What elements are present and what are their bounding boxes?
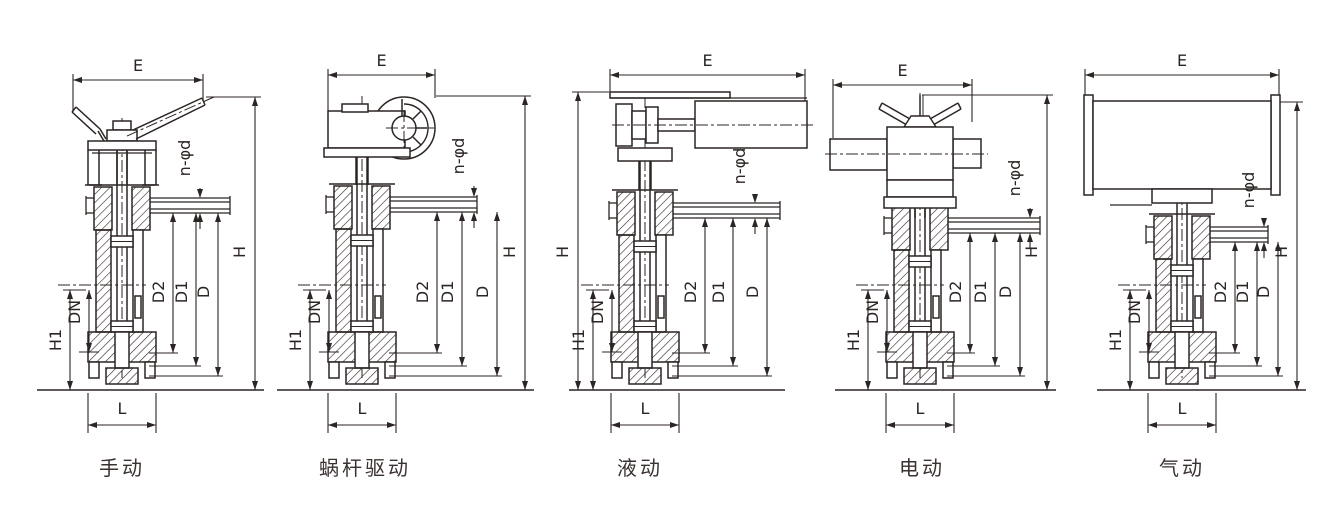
dim-label-n-phi-d: n-φd — [175, 140, 194, 177]
dim-label-l: L — [1178, 399, 1187, 418]
dim-label-h1: H1 — [46, 329, 65, 351]
dim-label-d1: D1 — [438, 281, 457, 304]
dim-label-h1: H1 — [286, 329, 305, 351]
dim-label-d2: D2 — [681, 281, 700, 304]
dim-label-d: D — [996, 286, 1015, 298]
dim-label-h: H — [500, 246, 519, 258]
dim-label-d: D — [194, 286, 213, 298]
dim-label-e: E — [1177, 51, 1187, 70]
dim-label-dn: DN — [1125, 300, 1144, 324]
dim-label-n-phi-d: n-φd — [1005, 160, 1024, 197]
dim-label-d: D — [1254, 286, 1273, 298]
valve-caption-worm-gear: 蜗杆驱动 — [319, 456, 411, 480]
dim-label-l: L — [916, 399, 925, 418]
dim-label-e: E — [897, 61, 907, 80]
dim-label-d1: D1 — [971, 281, 990, 304]
valve-body — [37, 118, 264, 391]
valve-body — [835, 93, 1056, 391]
dim-label-d: D — [743, 286, 762, 298]
dim-label-e: E — [133, 56, 143, 75]
dim-label-dn: DN — [305, 300, 324, 324]
valve-body — [277, 96, 534, 391]
actuator-manual — [71, 96, 215, 186]
dim-label-l: L — [118, 399, 127, 418]
dim-label-h1: H1 — [569, 329, 588, 351]
dim-label-l: L — [641, 399, 650, 418]
actuator-worm-gear — [323, 96, 436, 185]
dim-label-h: H — [1272, 246, 1291, 258]
valve-body — [569, 96, 785, 391]
dim-label-d: D — [473, 286, 492, 298]
dim-label-e: E — [376, 51, 386, 70]
dim-label-dn: DN — [65, 300, 84, 324]
valve-caption-pneumatic: 气动 — [1159, 456, 1205, 480]
actuator-electric — [825, 95, 988, 218]
dim-label-d1: D1 — [172, 281, 191, 304]
dim-label-d1: D1 — [709, 281, 728, 304]
dim-label-h1: H1 — [1106, 329, 1125, 351]
dim-label-dn: DN — [588, 300, 607, 324]
dim-label-d2: D2 — [413, 281, 432, 304]
dim-label-h: H — [553, 246, 572, 258]
dim-label-h: H — [230, 246, 249, 258]
valve-caption-hydraulic: 液动 — [617, 456, 663, 480]
actuator-hydraulic — [609, 91, 813, 190]
dim-label-h: H — [1022, 246, 1041, 258]
dim-label-dn: DN — [863, 300, 882, 324]
valve-caption-manual: 手动 — [99, 456, 145, 480]
dim-label-d2: D2 — [946, 281, 965, 304]
actuator-pneumatic — [1083, 94, 1281, 206]
dim-label-l: L — [358, 399, 367, 418]
dim-label-e: E — [702, 51, 712, 70]
dim-label-d1: D1 — [1233, 281, 1252, 304]
dim-label-n-phi-d: n-φd — [449, 138, 468, 175]
dim-label-n-phi-d: n-φd — [1239, 172, 1258, 209]
dim-label-d2: D2 — [1211, 281, 1230, 304]
dim-label-d2: D2 — [149, 281, 168, 304]
dim-label-h1: H1 — [844, 329, 863, 351]
valve-body — [1097, 103, 1306, 391]
dim-label-n-phi-d: n-φd — [730, 148, 749, 185]
valve-caption-electric: 电动 — [899, 456, 945, 480]
